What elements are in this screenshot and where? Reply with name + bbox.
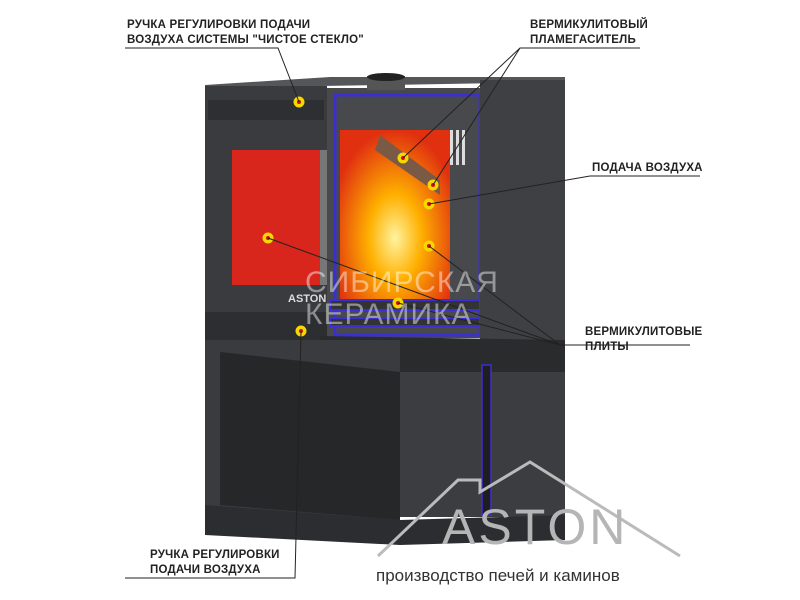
stove-badge: ASTON xyxy=(288,293,327,305)
glass-door xyxy=(232,150,327,285)
label-line: РУЧКА РЕГУЛИРОВКИ ПОДАЧИ xyxy=(127,19,311,31)
watermark-line: СИБИРСКАЯ xyxy=(305,266,499,299)
label-line: ПЛАМЕГАСИТЕЛЬ xyxy=(530,34,636,46)
label-line: ПОДАЧИ ВОЗДУХА xyxy=(150,564,261,576)
label-air-handle: РУЧКА РЕГУЛИРОВКИ ПОДАЧИ ВОЗДУХА xyxy=(150,548,280,578)
watermark-line: КЕРАМИКА xyxy=(305,298,473,331)
label-clean-glass-handle: РУЧКА РЕГУЛИРОВКИ ПОДАЧИ ВОЗДУХА СИСТЕМЫ… xyxy=(127,18,364,48)
logo-name: ASTON xyxy=(442,499,629,555)
label-flame-damper: ВЕРМИКУЛИТОВЫЙ ПЛАМЕГАСИТЕЛЬ xyxy=(530,18,648,48)
stove-side-panel xyxy=(480,80,565,340)
logo-tagline: производство печей и каминов xyxy=(376,566,620,585)
label-vermiculite-plates: ВЕРМИКУЛИТОВЫЕ ПЛИТЫ xyxy=(585,325,702,355)
label-air-supply: ПОДАЧА ВОЗДУХА xyxy=(592,161,703,176)
aston-logo-roof xyxy=(376,460,681,558)
leader-lines xyxy=(125,47,700,579)
label-line: ВЕРМИКУЛИТОВЫЕ xyxy=(585,326,703,338)
label-line: ВОЗДУХА СИСТЕМЫ "ЧИСТОЕ СТЕКЛО" xyxy=(127,34,364,46)
label-line: ПОДАЧА ВОЗДУХА xyxy=(592,162,703,174)
label-line: РУЧКА РЕГУЛИРОВКИ xyxy=(150,549,280,561)
label-line: ВЕРМИКУЛИТОВЫЙ xyxy=(530,19,649,31)
label-line: ПЛИТЫ xyxy=(585,341,629,353)
storage-niche xyxy=(220,352,400,520)
